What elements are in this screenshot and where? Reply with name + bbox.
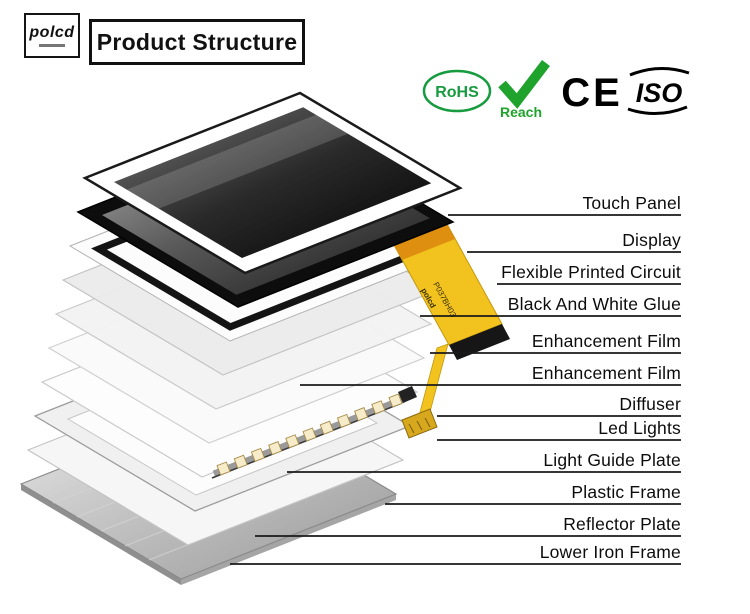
fpc-gold-connector — [401, 408, 438, 439]
layer-touch-panel — [82, 91, 463, 275]
led-light — [285, 434, 300, 449]
label-reflector-plate: Reflector Plate — [563, 514, 681, 534]
fpc-tail — [418, 343, 449, 417]
cert-iso-badge: ISO — [627, 67, 690, 115]
leader-lines — [230, 214, 681, 565]
fpc-orange-band — [394, 224, 455, 260]
led-light — [388, 393, 403, 408]
layer-fpc: polcd P037BH03 — [393, 223, 510, 439]
page-title: Product Structure — [89, 19, 305, 65]
led-light — [319, 420, 334, 435]
led-light — [371, 400, 386, 415]
label-black-and-white-glue: Black And White Glue — [507, 294, 681, 314]
label-touch-panel: Touch Panel — [582, 193, 681, 213]
cert-reach-badge: Reach — [498, 59, 550, 120]
rohs-text: RoHS — [435, 84, 479, 101]
led-light — [302, 427, 317, 442]
label-enhancement-film-1: Enhancement Film — [531, 331, 681, 351]
rohs-oval-icon — [422, 69, 492, 113]
cert-rohs-badge: RoHS — [422, 69, 492, 113]
label-plastic-frame: Plastic Frame — [571, 482, 681, 502]
label-lower-iron-frame: Lower Iron Frame — [539, 542, 681, 562]
iso-text: ISO — [636, 78, 683, 108]
iso-top-arc-icon — [629, 67, 690, 77]
led-strip-connector — [398, 386, 417, 403]
label-led-lights: Led Lights — [598, 418, 681, 438]
led-light — [250, 447, 265, 462]
label-flexible-printed-circuit: Flexible Printed Circuit — [501, 262, 681, 282]
led-light — [354, 407, 369, 422]
reach-text: Reach — [500, 104, 542, 120]
page-title-text: Product Structure — [96, 28, 298, 55]
label-light-guide-plate: Light Guide Plate — [543, 450, 681, 470]
layer-led-strip — [211, 386, 417, 479]
led-light — [233, 454, 248, 469]
reach-check-icon — [498, 59, 550, 109]
ce-mark-icon: CE — [561, 71, 623, 115]
polcd-logo: polcd — [24, 13, 80, 58]
logo-decoration — [39, 44, 65, 47]
label-enhancement-film-2: Enhancement Film — [531, 363, 681, 383]
label-diffuser: Diffuser — [619, 394, 681, 414]
led-light — [336, 413, 351, 428]
logo-text: polcd — [29, 24, 75, 41]
led-light — [268, 441, 283, 456]
fpc-stiffener — [449, 324, 510, 360]
cert-ce-badge: CE — [561, 71, 623, 115]
led-light — [216, 461, 231, 476]
label-display: Display — [622, 230, 681, 250]
iso-bottom-arc-icon — [627, 105, 688, 115]
